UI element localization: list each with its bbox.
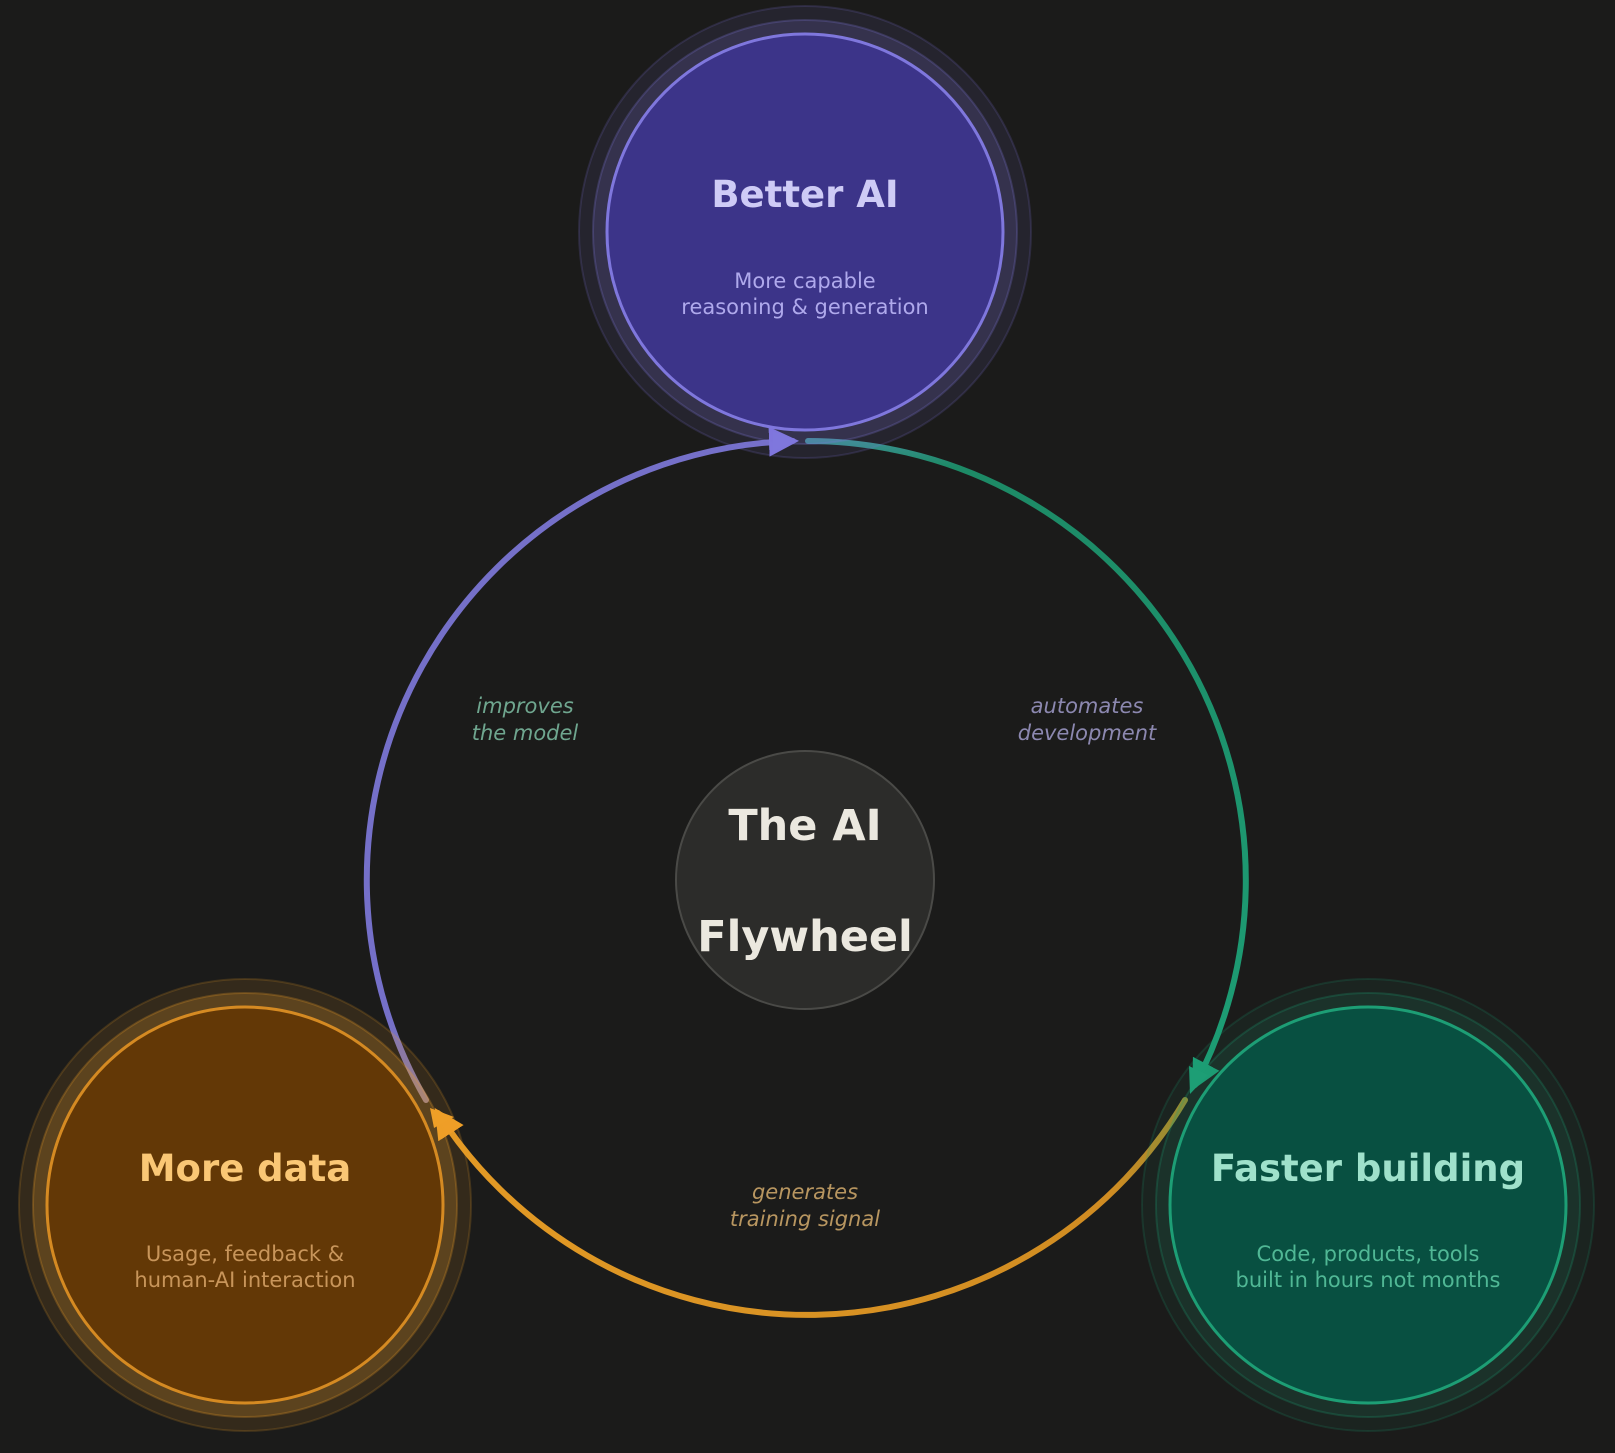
edge-improves-arc	[363, 426, 799, 1103]
more-data-circle	[45, 1005, 445, 1405]
arrowhead-more-data	[430, 1108, 454, 1128]
faster-building-subtitle-line2: built in hours not months	[1236, 1268, 1501, 1292]
hub-title-line2: Flywheel	[697, 912, 913, 962]
hub-title-line1: The AI	[728, 801, 881, 851]
node-more-data: More data Usage, feedback & human-AI int…	[18, 978, 472, 1432]
faster-building-title: Faster building	[1211, 1147, 1525, 1190]
arrowhead-faster-building	[1189, 1066, 1208, 1094]
hub-circle	[675, 750, 935, 1010]
more-data-subtitle-line1: Usage, feedback &	[146, 1242, 344, 1266]
node-better-ai: Better AI More capable reasoning & gener…	[578, 5, 1032, 459]
faster-building-circle	[1168, 1005, 1568, 1405]
edge-label-generates-line2: training signal	[730, 1207, 880, 1231]
node-faster-building: Faster building Code, products, tools bu…	[1141, 978, 1595, 1432]
better-ai-subtitle-line2: reasoning & generation	[681, 295, 928, 319]
edge-label-generates-line1: generates	[752, 1180, 858, 1204]
edge-generates-arc	[434, 1097, 1188, 1318]
edge-label-automates: automates development	[1018, 694, 1157, 745]
better-ai-title: Better AI	[711, 173, 898, 216]
edge-label-improves-line1: improves	[476, 694, 573, 718]
more-data-title: More data	[139, 1147, 352, 1190]
faster-building-subtitle-line1: Code, products, tools	[1257, 1242, 1480, 1266]
better-ai-subtitle-line1: More capable	[734, 269, 875, 293]
edge-label-improves-line2: the model	[472, 721, 579, 745]
arrowhead-better-ai	[773, 431, 797, 452]
hub-node: The AI Flywheel	[675, 750, 935, 1010]
better-ai-circle	[605, 32, 1005, 432]
edge-label-generates: generates training signal	[730, 1180, 880, 1231]
more-data-subtitle-line2: human-AI interaction	[134, 1268, 355, 1292]
edge-label-improves: improves the model	[472, 694, 579, 745]
edge-label-automates-line1: automates	[1031, 694, 1144, 718]
edge-automates-arc	[805, 438, 1249, 1091]
edge-label-automates-line2: development	[1018, 721, 1157, 745]
